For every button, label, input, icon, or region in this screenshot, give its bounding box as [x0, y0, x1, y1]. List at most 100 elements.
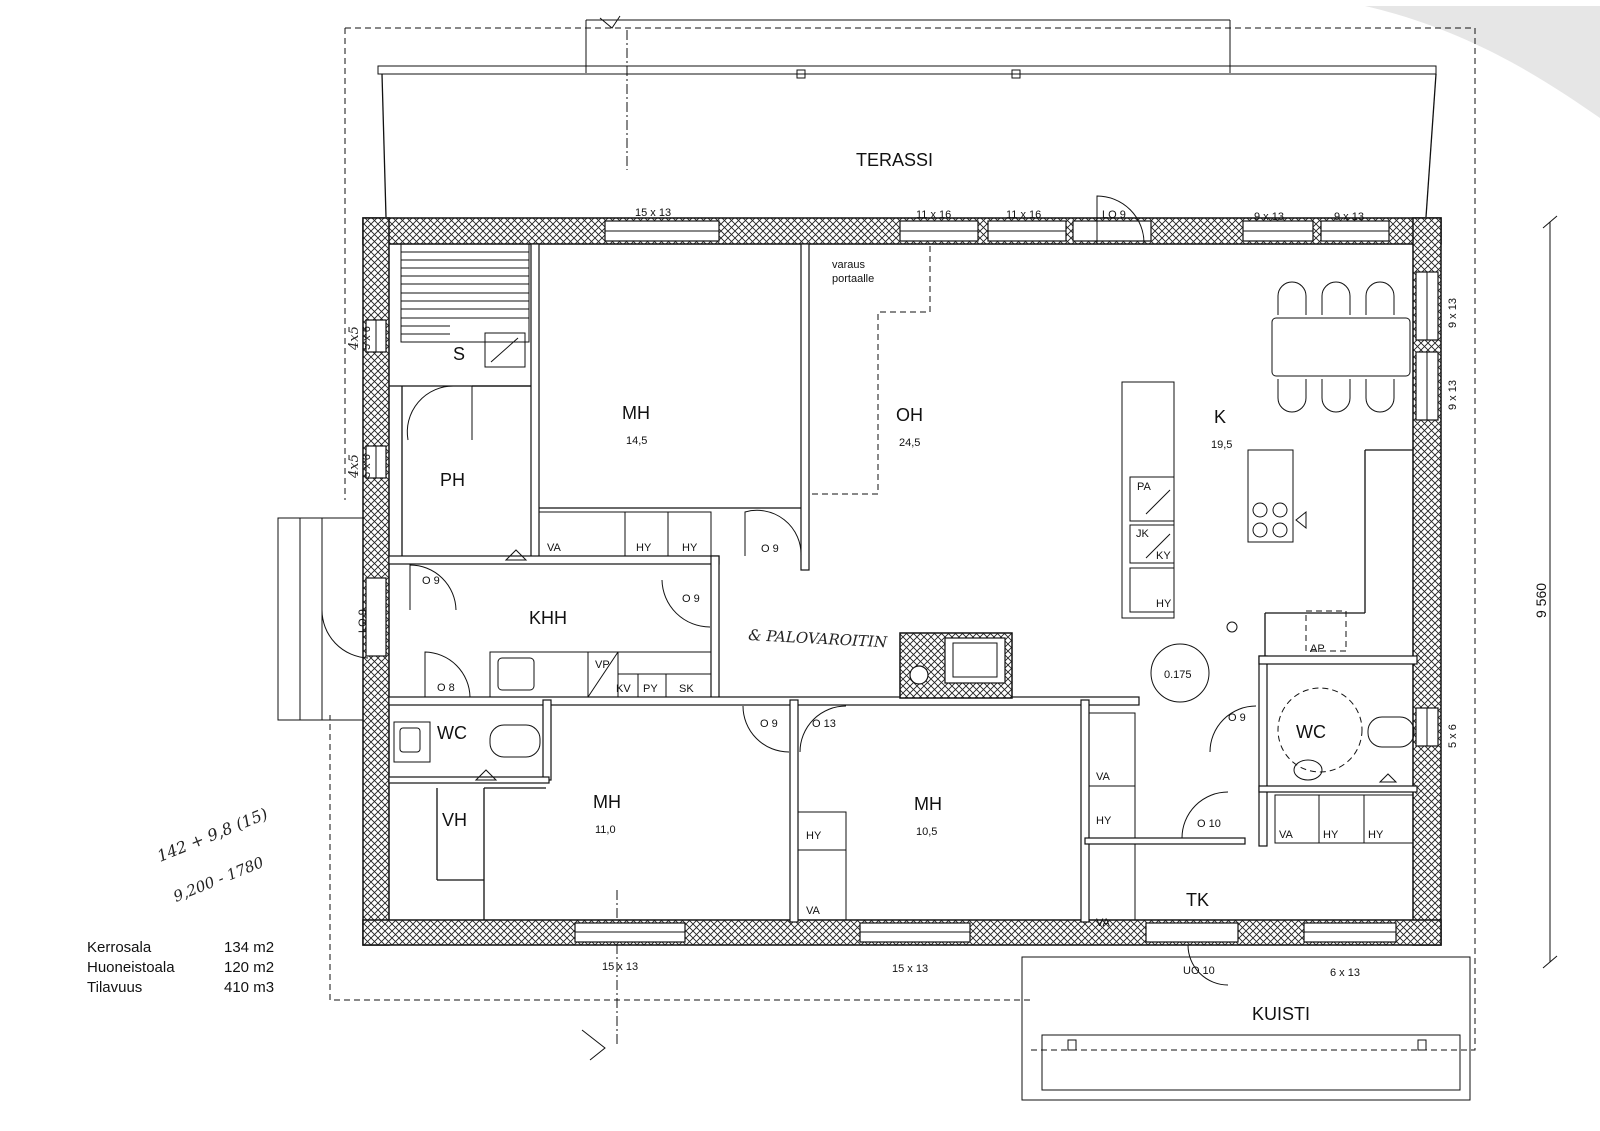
summary-label: Huoneistoala: [87, 959, 175, 976]
room-area-k: 19,5: [1211, 439, 1232, 451]
summary-row-tilavuus: Tilavuus 410 m3: [87, 978, 274, 998]
fixture-label: VA: [806, 905, 821, 917]
room-area-oh: 24,5: [899, 437, 920, 449]
room-label-vh: VH: [442, 810, 467, 830]
window-label: 9 x 13: [1447, 298, 1459, 328]
fixture-label: JK: [1136, 528, 1150, 540]
window-label: 11 x 16: [916, 209, 951, 221]
fixture-label: VA: [1279, 829, 1294, 841]
window-label: 9 x 13: [1447, 380, 1459, 410]
mh3-closets: [797, 811, 847, 921]
room-label-wc1: WC: [437, 723, 467, 743]
wc1-fixtures: [393, 721, 541, 763]
window-label: 9 x 13: [1254, 211, 1284, 223]
door-label: O 13: [812, 718, 836, 730]
room-label-ph: PH: [440, 470, 465, 490]
floor-drains: [474, 549, 1398, 783]
door-label: O 9: [682, 593, 700, 605]
kitchen-island: [1121, 381, 1347, 652]
fixture-label: HY: [636, 542, 652, 554]
reserve-note-line1: varaus: [832, 259, 866, 271]
room-label-s: S: [453, 344, 465, 364]
fixture-label: KV: [616, 683, 631, 695]
summary-value: 120 m2: [224, 959, 275, 976]
fixture-label: KY: [1156, 550, 1171, 562]
window-label: 15 x 13: [892, 963, 928, 975]
handwritten-calc-2: 9,200 - 1780: [171, 853, 267, 906]
window-openings: [365, 220, 1439, 943]
interior-walls: [388, 243, 1418, 923]
window-label: 5 x 6: [361, 454, 373, 478]
fixture-label: VA: [1096, 771, 1111, 783]
room-area-mh1: 14,5: [626, 435, 647, 447]
room-label-tk: TK: [1186, 890, 1209, 910]
window-label: UO 10: [1183, 965, 1215, 977]
room-label-oh: OH: [896, 405, 923, 425]
door-label: O 9: [761, 543, 779, 555]
plot-boundary: [329, 27, 1476, 1051]
room-area-mh3: 10,5: [916, 826, 937, 838]
mh1-closets: [538, 511, 712, 557]
room-label-mh3: MH: [914, 794, 942, 814]
door-swings: [321, 195, 1257, 986]
window-sashes: [375, 230, 1428, 933]
room-label-k: K: [1214, 407, 1226, 427]
dimension-label: 9 560: [1533, 583, 1549, 618]
fixture-label: HY: [1096, 815, 1112, 827]
area-summary: Kerrosala 134 m2 Huoneistoala 120 m2 Til…: [87, 938, 274, 998]
room-label-kuisti: KUISTI: [1252, 1004, 1310, 1024]
tk-closets: [1088, 712, 1136, 921]
summary-row-huoneistoala: Huoneistoala 120 m2: [87, 958, 274, 978]
fixture-label: AP: [1310, 643, 1325, 655]
handwritten-note-smoke-detector: & PALOVAROITIN: [748, 626, 889, 651]
handwritten-note-side1: 4x5: [347, 326, 362, 351]
door-label: O 10: [1197, 818, 1221, 830]
window-label: 11 x 16: [1006, 209, 1041, 221]
window-label: 15 x 13: [635, 207, 671, 219]
porch-outline: [581, 890, 1471, 1101]
fixture-label: HY: [1323, 829, 1339, 841]
chimney-label: 0.175: [1164, 669, 1192, 681]
room-label-mh2: MH: [593, 792, 621, 812]
reserve-note-line2: portaalle: [832, 273, 874, 285]
fixture-label: VA: [1096, 917, 1111, 929]
fixture-label: HY: [1368, 829, 1384, 841]
paper-curl: [1365, 6, 1600, 118]
wc2-fixtures: [1274, 687, 1415, 844]
summary-value: 134 m2: [224, 939, 275, 956]
door-label: O 9: [760, 718, 778, 730]
room-label-terassi: TERASSI: [856, 150, 933, 170]
window-label: LO 9: [357, 609, 369, 633]
summary-label: Kerrosala: [87, 939, 152, 956]
fixture-label: SK: [679, 683, 694, 695]
fixture-label: HY: [682, 542, 698, 554]
khh-counter: [489, 651, 712, 698]
stair-reservation: [809, 246, 931, 495]
window-label: 5 x 6: [361, 326, 373, 350]
summary-value: 410 m3: [224, 979, 275, 996]
dimension-line: [1542, 215, 1558, 969]
fixture-label: VP: [595, 659, 610, 671]
summary-row-kerrosala: Kerrosala 134 m2: [87, 938, 274, 958]
window-label: 5 x 6: [1447, 724, 1459, 748]
door-label: O 9: [422, 575, 440, 587]
room-label-khh: KHH: [529, 608, 567, 628]
fireplace: [899, 632, 1013, 699]
door-label: O 8: [437, 682, 455, 694]
dining-table: [1271, 281, 1411, 413]
fixture-label: HY: [1156, 598, 1172, 610]
window-label: 9 x 13: [1334, 211, 1364, 223]
door-label: O 9: [1228, 712, 1246, 724]
fixture-label: VA: [547, 542, 562, 554]
fixture-label: PY: [643, 683, 658, 695]
window-label: 6 x 13: [1330, 967, 1360, 979]
sauna-bench: [400, 243, 530, 368]
window-label: 15 x 13: [602, 961, 638, 973]
room-label-wc2: WC: [1296, 722, 1326, 742]
terrace-outline: [377, 15, 1437, 218]
handwritten-note-side2: 4x5: [347, 454, 362, 479]
window-label: LO 9: [1102, 209, 1126, 221]
fixture-label: PA: [1137, 481, 1152, 493]
room-area-mh2: 11,0: [595, 824, 616, 836]
